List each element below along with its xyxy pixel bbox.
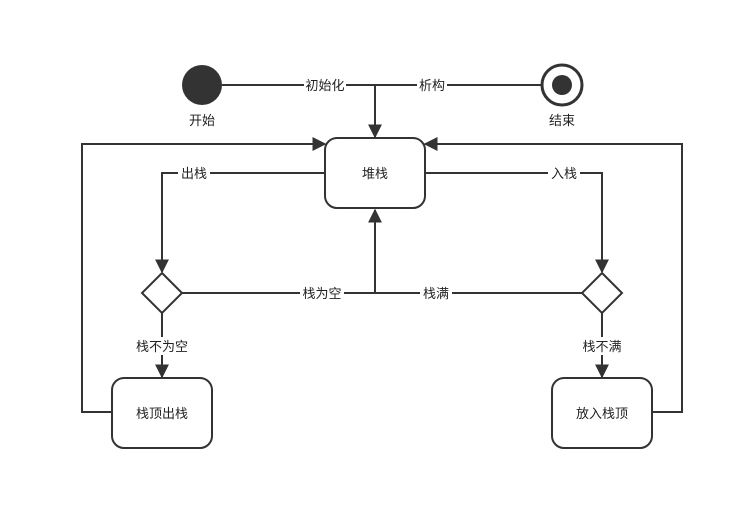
edge-label-pop: 出栈	[181, 167, 207, 182]
edge-label-full: 栈满	[423, 287, 449, 302]
edge-label-empty: 栈为空	[302, 287, 341, 302]
edge-pop-line	[155, 172, 325, 274]
edge-empty-line	[182, 208, 382, 294]
edge-label-not-empty: 栈不为空	[136, 340, 188, 355]
edge-label-init: 初始化	[305, 79, 344, 94]
stack-state-label: 堆栈	[362, 167, 388, 182]
stack-state	[324, 137, 426, 209]
edge-push-line	[425, 172, 609, 274]
edge-label-destruct: 析构	[419, 79, 445, 94]
edge-push-return-line	[423, 137, 683, 413]
edge-init-line	[222, 84, 382, 139]
pop-top-state	[111, 377, 213, 449]
edge-label-push: 入栈	[551, 167, 577, 182]
edge-label-not-full: 栈不满	[582, 340, 621, 355]
end-node	[540, 63, 584, 107]
push-top-state-label: 放入栈顶	[576, 407, 628, 422]
edge-pop-return-line	[81, 137, 327, 413]
start-node	[182, 65, 222, 105]
empty-check-decision	[140, 271, 184, 315]
pop-top-state-label: 栈顶出栈	[136, 407, 188, 422]
push-top-state	[551, 377, 653, 449]
end-label: 结束	[549, 114, 575, 129]
full-check-decision	[580, 271, 624, 315]
start-label: 开始	[189, 114, 215, 129]
